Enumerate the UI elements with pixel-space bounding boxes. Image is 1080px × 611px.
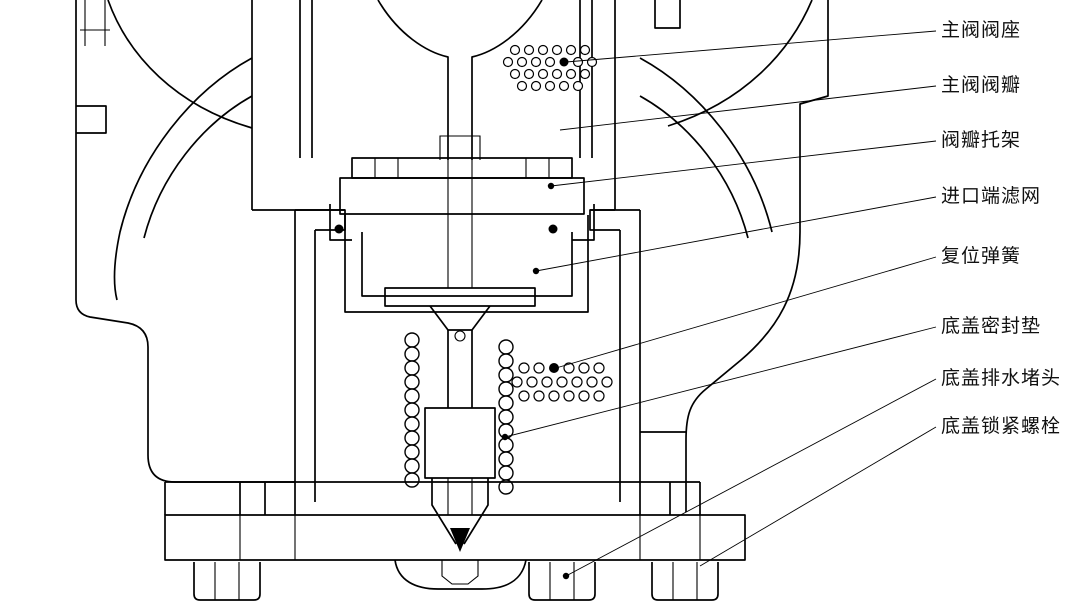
seat-perforations (504, 46, 597, 91)
leader-dot-disc-bracket (547, 182, 555, 190)
lower-stem-and-guide (425, 330, 495, 552)
leader-return-spring (556, 257, 936, 368)
leader-bottom-cover-locking-bolt (700, 427, 936, 566)
part-label-return-spring: 复位弹簧 (941, 246, 1022, 267)
lower-chamber-walls (295, 210, 640, 515)
return-spring-coils (405, 333, 513, 494)
leader-main-valve-disc (560, 86, 936, 130)
valve-stem-and-funnel (378, 0, 542, 160)
part-label-bottom-cover-gasket: 底盖密封垫 (941, 316, 1042, 337)
part-label-main-valve-seat: 主阀阀座 (941, 20, 1022, 41)
bottom-cover-flange (165, 482, 745, 589)
leader-dot-bottom-cover-gasket (501, 433, 509, 441)
part-label-main-valve-disc: 主阀阀瓣 (941, 75, 1022, 96)
strainer-perforations (512, 363, 612, 401)
leader-dot-inlet-strainer (532, 267, 540, 275)
leader-dot-bottom-cover-drain-plug (562, 572, 570, 580)
hex-bolts (194, 562, 718, 600)
leader-main-valve-seat (566, 31, 936, 62)
part-label-disc-bracket: 阀瓣托架 (941, 130, 1022, 151)
part-label-inlet-strainer: 进口端滤网 (941, 186, 1042, 207)
part-label-bottom-cover-locking-bolt: 底盖锁紧螺栓 (941, 416, 1062, 437)
main-valve-disc-assembly (330, 158, 594, 240)
leader-bottom-cover-gasket (505, 327, 936, 437)
leader-lines (501, 31, 936, 580)
leader-disc-bracket (551, 141, 936, 186)
left-body-flange (76, 0, 295, 515)
leader-inlet-strainer (536, 197, 936, 271)
right-body-flange (640, 0, 828, 512)
part-label-bottom-cover-drain-plug: 底盖排水堵头 (941, 368, 1062, 389)
leader-bottom-cover-drain-plug (566, 379, 936, 576)
